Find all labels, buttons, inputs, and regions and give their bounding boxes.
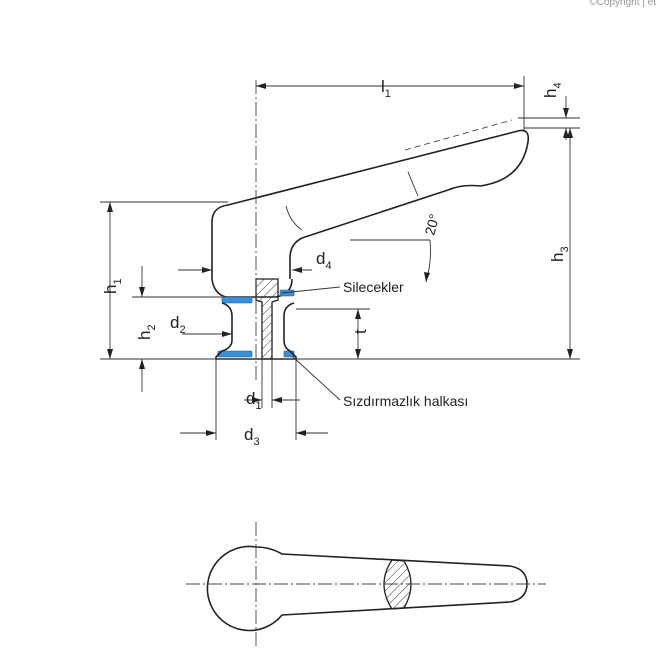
dim-h4: h4 [541, 82, 564, 98]
dim-l1: l1 [381, 77, 391, 100]
dim-t: t [351, 329, 370, 334]
dim-d2: d2 [170, 313, 186, 336]
side-view [100, 80, 580, 380]
top-view [186, 522, 546, 648]
dim-d3: d3 [244, 425, 260, 448]
callouts: Silecekler Sızdırmazlık halkası [281, 279, 468, 409]
dim-h1: h1 [101, 278, 124, 294]
lever-outline [211, 129, 530, 279]
dim-h3: h3 [548, 246, 571, 262]
dim-h2: h2 [135, 324, 158, 340]
top-view-outline [206, 545, 528, 632]
callout-wipers: Silecekler [343, 279, 404, 295]
wiper-seal-top-right [279, 289, 295, 297]
dim-d1: d1 [246, 389, 262, 412]
lever-hidden-line [404, 119, 513, 151]
lever-inner-line [285, 205, 303, 231]
copyright-notice: ©Copyright | et [589, 0, 656, 8]
wiper-seal-top [221, 296, 253, 304]
angle-line [407, 171, 419, 197]
seal-ring-bottom [217, 350, 253, 358]
top-view-section [383, 559, 412, 610]
dim-d4: d4 [316, 249, 332, 272]
threaded-insert [255, 278, 279, 360]
dimension-lines: l1 h4 h3 h1 h2 [100, 76, 580, 448]
dim-angle: 20° [421, 212, 442, 237]
callout-seal-ring: Sızdırmazlık halkası [343, 393, 468, 409]
